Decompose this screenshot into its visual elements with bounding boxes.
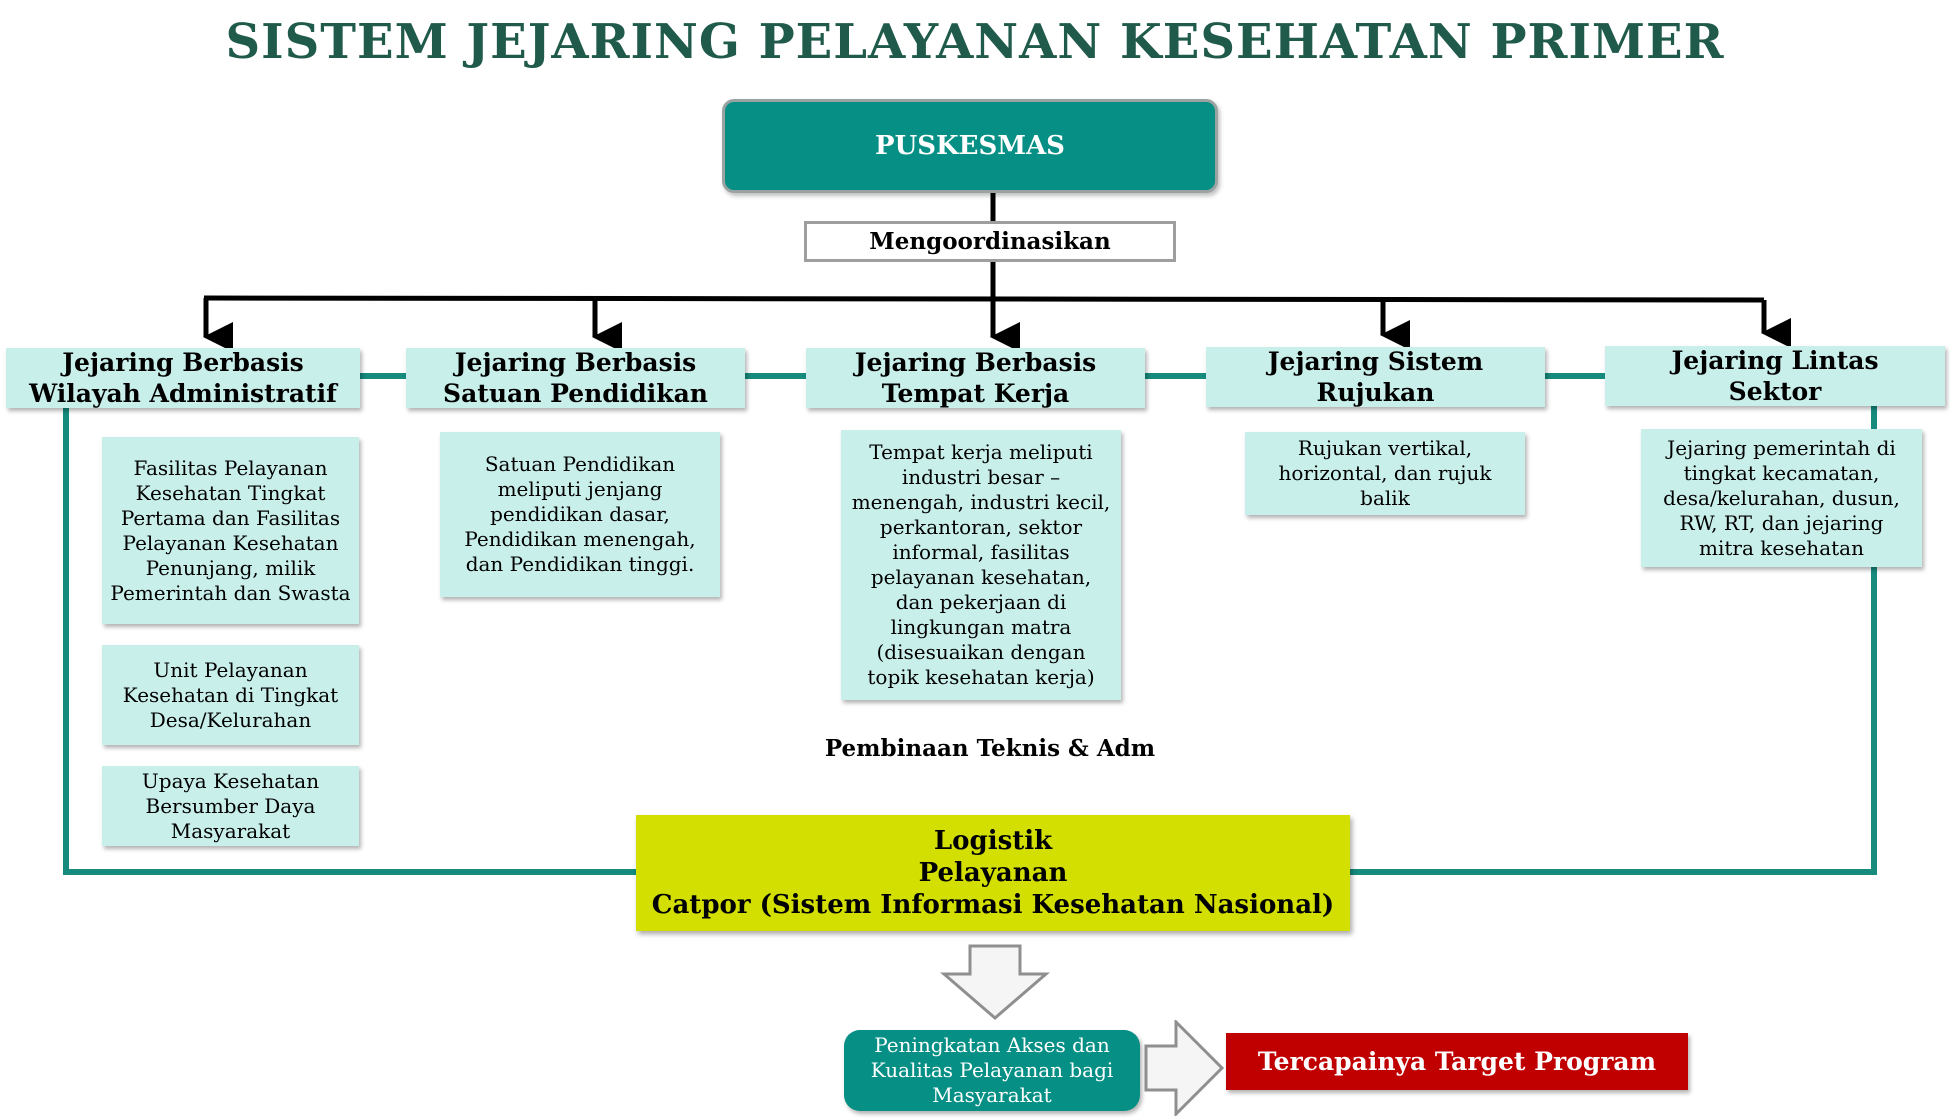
category-line-1: Jejaring Berbasis	[454, 348, 697, 377]
detail-ukbm: Upaya Kesehatan Bersumber Daya Masyaraka…	[102, 766, 359, 846]
detail-tempat-kerja: Tempat kerja meliputi industri besar – m…	[841, 430, 1121, 700]
category-line-1: Jejaring Berbasis	[854, 348, 1097, 377]
support-logistik: Logistik	[933, 826, 1053, 856]
category-line-2: Tempat Kerja	[881, 379, 1070, 408]
right-arrow-icon	[1144, 1020, 1225, 1116]
outcome-box: Peningkatan Akses dan Kualitas Pelayanan…	[844, 1030, 1140, 1111]
detail-fasilitas-pelayanan: Fasilitas Pelayanan Kesehatan Tingkat Pe…	[102, 437, 359, 624]
category-line-1: Jejaring Lintas	[1671, 346, 1879, 375]
detail-satuan-pendidikan: Satuan Pendidikan meliputi jenjang pendi…	[440, 432, 720, 597]
pembinaan-label: Pembinaan Teknis & Adm	[824, 735, 1156, 762]
detail-rujukan: Rujukan vertikal, horizontal, dan rujuk …	[1245, 432, 1525, 515]
target-box: Tercapainya Target Program	[1226, 1033, 1688, 1090]
page-title: SISTEM JEJARING PELAYANAN KESEHATAN PRIM…	[225, 14, 1725, 70]
category-line-2: Rujukan	[1316, 378, 1435, 407]
support-box: Logistik Pelayanan Catpor (Sistem Inform…	[636, 815, 1350, 931]
category-line-1: Jejaring Berbasis	[62, 348, 304, 377]
puskesmas-node: PUSKESMAS	[722, 99, 1218, 193]
coordinator-label: Mengoordinasikan	[804, 221, 1176, 262]
category-line-2: Satuan Pendidikan	[443, 379, 708, 408]
category-line-2: Wilayah Administratif	[29, 379, 337, 408]
down-arrow-icon	[940, 944, 1050, 1020]
detail-lintas-sektor: Jejaring pemerintah di tingkat kecamatan…	[1641, 429, 1922, 567]
support-catpor: Catpor (Sistem Informasi Kesehatan Nasio…	[651, 890, 1335, 920]
category-line-1: Jejaring Sistem	[1267, 347, 1484, 376]
support-pelayanan: Pelayanan	[918, 858, 1068, 888]
category-line-2: Sektor	[1728, 377, 1822, 406]
detail-unit-pelayanan-desa: Unit Pelayanan Kesehatan di Tingkat Desa…	[102, 645, 359, 745]
